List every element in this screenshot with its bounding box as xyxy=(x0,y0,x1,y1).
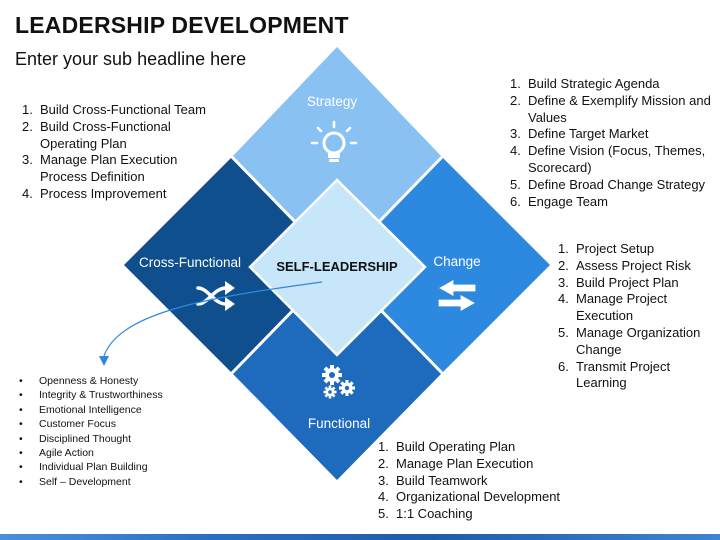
list-item: Self – Development xyxy=(14,475,214,490)
shuffle-icon xyxy=(196,281,235,311)
list-item: Define Broad Change Strategy xyxy=(510,176,706,194)
list-item: Agile Action xyxy=(14,446,214,461)
center-label: SELF-LEADERSHIP xyxy=(276,259,398,274)
list-item: Build Strategic Agenda xyxy=(510,76,660,93)
list-item: Integrity & Trustworthiness xyxy=(14,388,214,403)
list-item: 1:1 Coaching xyxy=(378,506,473,523)
list-item: Assess Project Risk xyxy=(558,257,691,275)
change-label: Change xyxy=(433,254,480,269)
list-item: Manage Project Execution xyxy=(558,291,668,324)
list-item: Emotional Intelligence xyxy=(14,403,214,418)
list-item: Manage Organization Change xyxy=(558,324,701,357)
list-item: Build Operating Plan xyxy=(378,439,516,456)
gears-icon xyxy=(322,365,355,399)
list-item: Transmit Project Learning xyxy=(558,358,671,391)
cross-functional-label: Cross-Functional xyxy=(139,255,241,270)
lightbulb-icon xyxy=(310,120,358,162)
list-item: Organizational Development xyxy=(378,489,561,506)
two-way-arrows-icon xyxy=(436,277,478,314)
self-leadership-center xyxy=(248,178,427,357)
list-item: Customer Focus xyxy=(14,417,214,432)
functional-label: Functional xyxy=(308,416,370,431)
list-item: Build Cross-Functional Operating Plan xyxy=(22,118,171,151)
sub-headline: Enter your sub headline here xyxy=(15,49,247,69)
list-item: Build Project Plan xyxy=(558,274,679,292)
list-item: Disciplined Thought xyxy=(14,432,214,447)
page-title: LEADERSHIP DEVELOPMENT xyxy=(15,12,349,38)
bottom-accent-bar xyxy=(0,534,720,540)
list-item: Define Vision (Focus, Themes, Scorecard) xyxy=(510,143,706,175)
list-item: Define Target Market xyxy=(510,126,649,143)
list-item: Project Setup xyxy=(558,241,655,258)
list-item: Manage Plan Execution xyxy=(378,455,534,473)
list-item: Engage Team xyxy=(510,193,608,211)
self-leadership-list: Openness & HonestyIntegrity & Trustworth… xyxy=(14,374,214,490)
list-item: Manage Plan Execution Process Definition xyxy=(22,152,178,185)
list-item: Process Improvement xyxy=(22,185,167,203)
list-item: Individual Plan Building xyxy=(14,460,214,475)
list-item: Build Cross-Functional Team xyxy=(22,102,206,119)
strategy-label: Strategy xyxy=(307,94,358,109)
list-item: Build Teamwork xyxy=(378,472,488,490)
list-item: Openness & Honesty xyxy=(14,374,214,389)
list-item: Define & Exemplify Mission and Values xyxy=(510,92,711,125)
connector-arrow xyxy=(99,281,323,366)
